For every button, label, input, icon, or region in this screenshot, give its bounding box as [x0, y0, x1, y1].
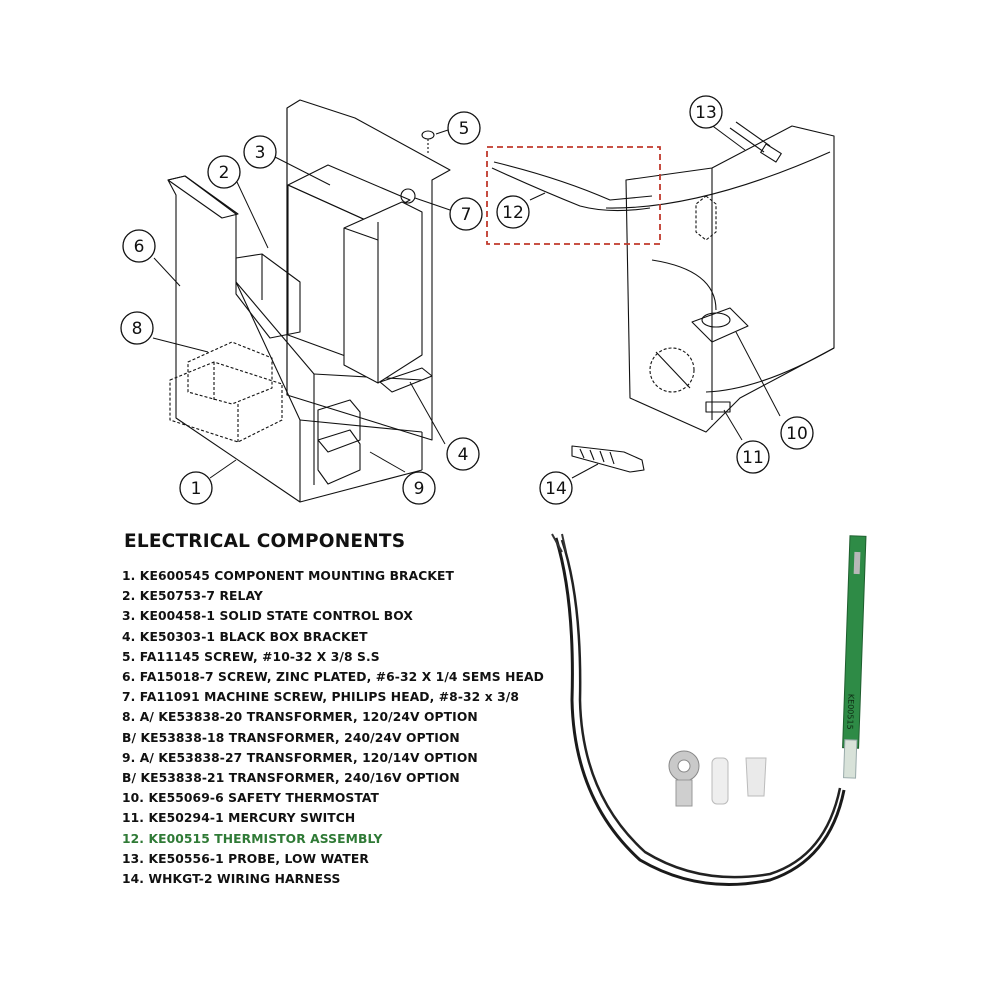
thermistor-assembly-image: KE00515 [551, 533, 867, 886]
callout-10-label: 10 [786, 424, 808, 444]
relay [235, 253, 301, 339]
parts-list-item: 9. A/ KE53838-27 TRANSFORMER, 120/14V OP… [122, 750, 478, 765]
transformer-9 [317, 399, 361, 485]
parts-list-item: 12. KE00515 THERMISTOR ASSEMBLY [122, 831, 383, 846]
solid-state-control-box [287, 164, 423, 384]
thermistor-board-label: KE00515 [845, 694, 855, 730]
highlight-box-12 [486, 146, 661, 245]
callout-7-label: 7 [461, 205, 472, 225]
parts-list: 1. KE600545 COMPONENT MOUNTING BRACKET 2.… [122, 566, 544, 889]
parts-list-item: 3. KE00458-1 SOLID STATE CONTROL BOX [122, 609, 413, 624]
parts-list-item: 14. WHKGT-2 WIRING HARNESS [122, 872, 341, 887]
parts-list-item: 4. KE50303-1 BLACK BOX BRACKET [122, 629, 368, 644]
callout-12-label: 12 [502, 203, 524, 223]
parts-list-item: 8. A/ KE53838-20 TRANSFORMER, 120/24V OP… [122, 710, 478, 725]
parts-list-item: B/ KE53838-18 TRANSFORMER, 240/24V OPTIO… [122, 730, 460, 745]
parts-list-item: 2. KE50753-7 RELAY [122, 589, 263, 604]
safety-thermostat [651, 259, 749, 343]
callout-5-label: 5 [459, 119, 470, 139]
screw-5 [421, 130, 435, 155]
thermistor-wires [491, 161, 653, 212]
callout-1-label: 1 [191, 479, 202, 499]
parts-list-item: 6. FA15018-7 SCREW, ZINC PLATED, #6-32 X… [122, 670, 544, 685]
callout-3-label: 3 [255, 143, 266, 163]
callout-1: 1 [179, 471, 213, 505]
transformer-8 [169, 341, 283, 443]
water-tank [625, 125, 835, 433]
ring-terminal [668, 750, 700, 807]
parts-list-item: B/ KE53838-21 TRANSFORMER, 240/16V OPTIO… [122, 771, 460, 786]
parts-list-item: 10. KE55069-6 SAFETY THERMOSTAT [122, 791, 380, 806]
callout-13: 13 [689, 95, 723, 129]
mercury-switch [705, 401, 731, 413]
low-water-probe [605, 121, 831, 241]
callout-9-label: 9 [414, 479, 425, 499]
parts-list-item: 13. KE50556-1 PROBE, LOW WATER [122, 851, 369, 866]
callout-14: 14 [539, 471, 573, 505]
callout-4: 4 [446, 437, 480, 471]
callout-12: 12 [496, 195, 530, 229]
callout-13-label: 13 [695, 103, 717, 123]
wire-nut [745, 757, 767, 797]
callout-7: 7 [449, 197, 483, 231]
parts-list-item: 1. KE600545 COMPONENT MOUNTING BRACKET [122, 569, 454, 583]
callout-11-label: 11 [742, 448, 764, 468]
parts-list-item: 11. KE50294-1 MERCURY SWITCH [122, 811, 356, 826]
wiring-harness [571, 445, 645, 473]
callout-4-label: 4 [458, 445, 469, 465]
black-box-bracket [379, 367, 433, 393]
callout-6-label: 6 [134, 237, 145, 257]
callout-2-label: 2 [219, 163, 230, 183]
callout-14-label: 14 [545, 479, 567, 499]
back-plate [286, 99, 451, 441]
callout-8-label: 8 [132, 319, 143, 339]
section-heading: ELECTRICAL COMPONENTS [124, 531, 406, 552]
callout-10: 10 [780, 416, 814, 450]
parts-list-item: 5. FA11145 SCREW, #10-32 X 3/8 S.S [122, 649, 380, 664]
callout-3: 3 [243, 135, 277, 169]
screw-7 [400, 188, 416, 204]
callouts: 1 2 3 4 5 6 7 8 9 10 11 12 13 14 [120, 95, 814, 505]
butt-connector [711, 757, 729, 805]
callout-8: 8 [120, 311, 154, 345]
component-mounting-bracket [167, 175, 423, 503]
callout-2: 2 [207, 155, 241, 189]
callout-6: 6 [122, 229, 156, 263]
callout-5: 5 [447, 111, 481, 145]
callout-11: 11 [736, 440, 770, 474]
callout-9: 9 [402, 471, 436, 505]
leader-lines [152, 123, 781, 479]
parts-list-item: 7. FA11091 MACHINE SCREW, PHILIPS HEAD, … [122, 690, 520, 705]
